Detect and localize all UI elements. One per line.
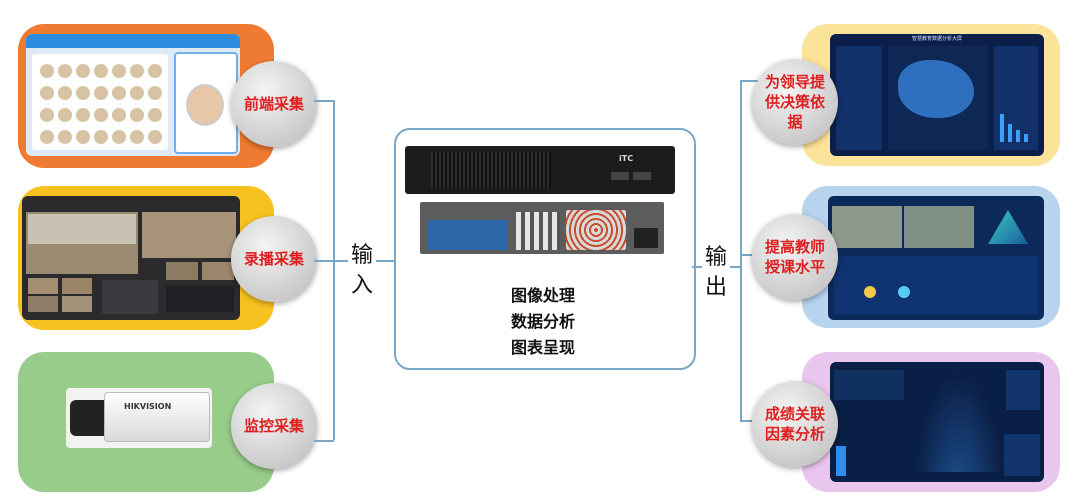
output-label-leadership: 为领导提供决策依据 <box>752 59 838 145</box>
score-dashboard <box>830 362 1044 482</box>
dashboard-title: 智慧教育数据分析大屏 <box>911 36 962 42</box>
face-thumbnail <box>94 108 108 122</box>
face-thumbnail <box>76 130 90 144</box>
input-label-frontend: 前端采集 <box>231 61 317 147</box>
face-thumbnail <box>130 64 144 78</box>
face-thumbnail <box>40 108 54 122</box>
face-thumbnail <box>148 130 162 144</box>
face-thumbnail <box>94 86 108 100</box>
server-logo: iTC <box>619 154 634 163</box>
face-thumbnail <box>40 130 54 144</box>
server-rear <box>420 202 664 254</box>
output-label-teaching: 提高教师授课水平 <box>752 214 838 300</box>
face-thumbnail <box>130 108 144 122</box>
leadership-dashboard: 智慧教育数据分析大屏 <box>830 34 1044 156</box>
face-thumbnail <box>58 86 72 100</box>
face-thumbnail <box>76 108 90 122</box>
face-thumbnail <box>40 64 54 78</box>
face-thumbnail <box>130 86 144 100</box>
face-thumbnail <box>112 130 126 144</box>
output-connector-top <box>740 80 770 82</box>
function-image-processing: 图像处理 <box>510 286 575 305</box>
input-connector-top <box>314 100 334 102</box>
output-label-char-1: 输 <box>702 244 730 272</box>
face-thumbnail <box>112 64 126 78</box>
face-thumbnail <box>40 86 54 100</box>
output-connector-vertical <box>740 80 742 420</box>
face-thumbnail <box>76 86 90 100</box>
recording-screenshot <box>22 196 240 320</box>
input-label-char-2: 入 <box>350 273 373 298</box>
face-thumbnail <box>58 64 72 78</box>
output-label-score-analysis: 成绩关联因素分析 <box>752 381 838 467</box>
teaching-dashboard <box>828 196 1044 320</box>
input-connector-vertical <box>333 100 335 440</box>
function-chart-presentation: 图表呈现 <box>510 338 575 357</box>
face-thumbnail <box>76 64 90 78</box>
output-label-char-2: 出 <box>704 275 727 300</box>
server-front: iTC <box>405 146 675 194</box>
face-thumbnail <box>94 64 108 78</box>
face-thumbnail <box>58 108 72 122</box>
face-thumbnail <box>112 86 126 100</box>
face-thumbnail <box>94 130 108 144</box>
input-connector-middle <box>314 260 334 262</box>
function-data-analysis: 数据分析 <box>510 312 575 331</box>
camera-brand: HIKVISION <box>124 402 172 411</box>
face-thumbnail <box>148 86 162 100</box>
face-thumbnail <box>112 108 126 122</box>
face-thumbnail <box>148 108 162 122</box>
input-connector-bottom <box>314 440 334 442</box>
input-label-char-1: 输 <box>348 242 376 270</box>
input-label-surveillance: 监控采集 <box>231 383 317 469</box>
camera-image: HIKVISION <box>66 388 212 448</box>
face-thumbnail <box>148 64 162 78</box>
face-thumbnail <box>58 130 72 144</box>
face-thumbnail <box>130 130 144 144</box>
input-label-recording: 录播采集 <box>231 216 317 302</box>
